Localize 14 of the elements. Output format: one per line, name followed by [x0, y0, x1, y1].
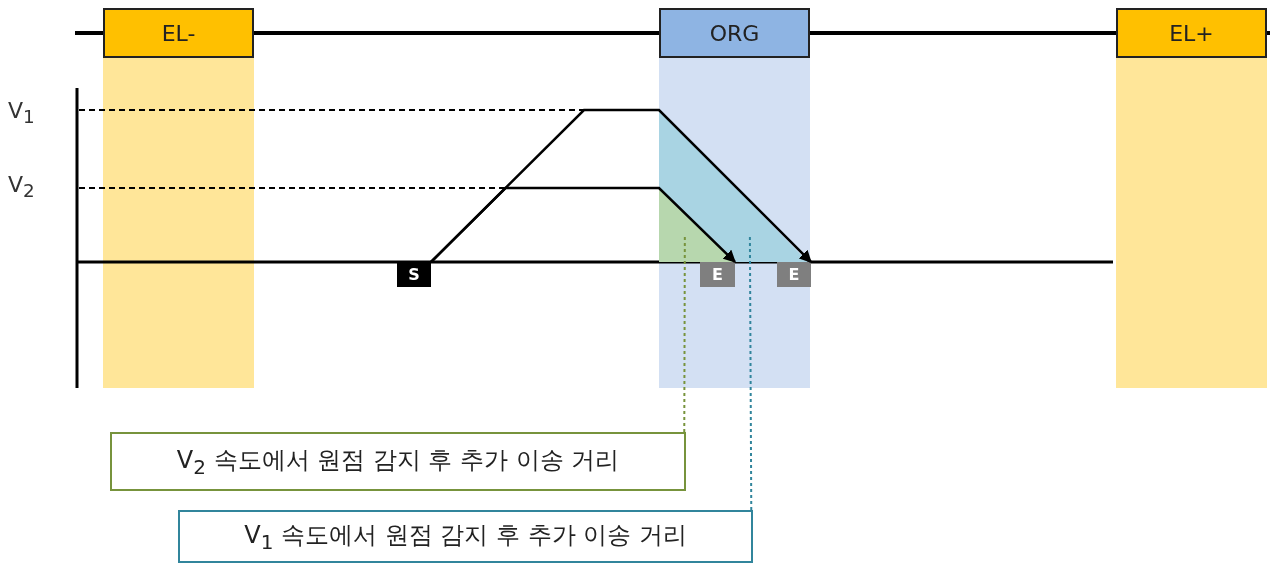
note-box: V$_{1}$ 속도에서 원점 감지 후 추가 이송 거리: [178, 510, 753, 563]
axis-label: V$_{1}$: [8, 98, 35, 128]
end-marker: E: [777, 262, 811, 287]
note-box: V$_{2}$ 속도에서 원점 감지 후 추가 이송 거리: [110, 432, 686, 491]
v1-distance-area: [659, 110, 808, 262]
limit-switch-box: EL-: [103, 8, 254, 58]
axis-label: V$_{2}$: [8, 172, 35, 202]
limit-switch-box: EL+: [1116, 8, 1267, 58]
end-marker: E: [700, 262, 735, 287]
origin-switch-box: ORG: [659, 8, 810, 58]
v2-distance-area: [659, 188, 735, 262]
velocity-profile-arrow: [430, 186, 736, 263]
start-marker: S: [397, 262, 431, 287]
leader-line: [683, 234, 686, 433]
